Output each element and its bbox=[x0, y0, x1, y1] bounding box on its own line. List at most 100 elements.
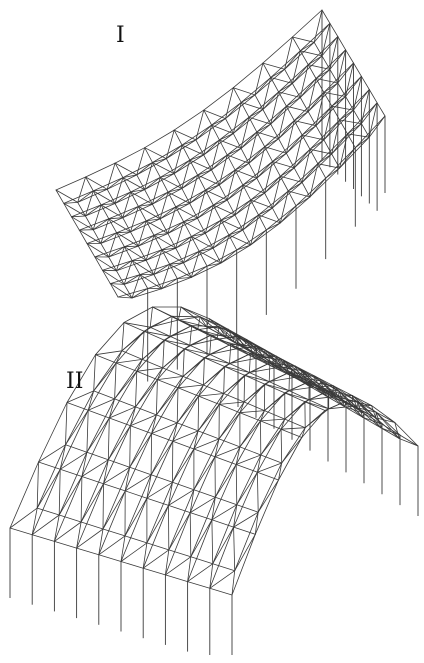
truss-member bbox=[71, 216, 80, 231]
truss-diagonal bbox=[122, 174, 138, 179]
vault-diagonal bbox=[107, 425, 131, 461]
vault-bottom-chord bbox=[260, 418, 286, 456]
truss-diagonal bbox=[339, 147, 356, 169]
truss-diagonal bbox=[151, 191, 169, 205]
truss-member bbox=[124, 234, 155, 248]
truss-diagonal bbox=[195, 124, 213, 141]
vault-member bbox=[187, 581, 211, 589]
vault-member bbox=[124, 490, 148, 499]
vault-diagonal bbox=[190, 519, 213, 558]
truss-member bbox=[339, 119, 348, 135]
vault-member bbox=[103, 425, 131, 485]
vault-member bbox=[103, 483, 126, 492]
truss-diagonal bbox=[339, 133, 348, 169]
truss-diagonal bbox=[339, 109, 354, 121]
truss-bottom-chord bbox=[92, 217, 124, 231]
vault-member bbox=[66, 354, 96, 403]
truss-diagonal bbox=[114, 177, 124, 204]
vault-member bbox=[171, 315, 201, 318]
truss-diagonal bbox=[77, 176, 86, 203]
truss-member bbox=[94, 256, 103, 271]
truss-diagonal bbox=[234, 162, 250, 171]
vault-diagonal bbox=[351, 395, 377, 419]
truss-diagonal bbox=[331, 119, 341, 155]
truss-diagonal bbox=[309, 177, 327, 198]
vault-bottom-chord bbox=[239, 410, 265, 448]
vault-member bbox=[264, 383, 286, 394]
vault-diagonal bbox=[59, 451, 88, 470]
vault-diagonal bbox=[268, 362, 271, 383]
truss-diagonal bbox=[152, 158, 167, 163]
truss-diagonal bbox=[232, 87, 256, 96]
vault-bottom-chord bbox=[149, 319, 179, 328]
vault-member bbox=[59, 409, 89, 470]
vault-diagonal bbox=[199, 316, 208, 328]
truss-diagonal bbox=[270, 91, 280, 125]
panel-1-curved-grid-structure bbox=[55, 9, 386, 382]
truss-member bbox=[167, 191, 177, 208]
truss-member bbox=[139, 263, 171, 276]
vault-diagonal bbox=[176, 387, 179, 424]
truss-diagonal bbox=[315, 105, 333, 127]
vault-member bbox=[375, 411, 396, 423]
truss-diagonal bbox=[181, 139, 197, 146]
truss-member bbox=[190, 219, 222, 237]
vault-diagonal bbox=[54, 514, 60, 542]
vault-bottom-chord bbox=[86, 451, 109, 461]
vault-member bbox=[313, 375, 334, 387]
vault-diagonal bbox=[66, 390, 95, 403]
truss-member bbox=[321, 9, 331, 24]
truss-bottom-chord bbox=[85, 203, 116, 217]
vault-diagonal bbox=[243, 339, 248, 348]
truss-diagonal bbox=[203, 139, 220, 156]
truss-diagonal bbox=[204, 204, 214, 234]
truss-bottom-chord bbox=[220, 244, 252, 264]
truss-diagonal bbox=[78, 229, 102, 244]
vault-bottom-chord bbox=[149, 326, 171, 337]
truss-bottom-chord bbox=[278, 138, 287, 154]
truss-diagonal bbox=[254, 77, 272, 96]
vault-diagonal bbox=[81, 451, 88, 477]
truss-bottom-chord bbox=[204, 232, 214, 249]
truss-diagonal bbox=[173, 129, 197, 141]
vault-member bbox=[394, 422, 419, 447]
vault-bottom-chord bbox=[224, 336, 254, 354]
vault-diagonal bbox=[264, 349, 291, 376]
truss-diagonal bbox=[100, 232, 117, 244]
vault-diagonal bbox=[280, 427, 306, 430]
truss-diagonal bbox=[197, 169, 212, 176]
vault-diagonal bbox=[87, 398, 115, 411]
vault-bottom-chord bbox=[344, 406, 364, 418]
truss-bottom-chord bbox=[136, 174, 146, 191]
vault-bottom-chord bbox=[212, 563, 236, 572]
truss-diagonal bbox=[301, 148, 311, 183]
truss-diagonal bbox=[225, 87, 234, 119]
truss-member bbox=[144, 129, 175, 149]
vault-diagonal bbox=[231, 570, 236, 596]
vault-diagonal bbox=[36, 461, 39, 509]
vault-bottom-chord bbox=[162, 344, 191, 369]
vault-diagonal bbox=[237, 336, 245, 348]
vault-diagonal bbox=[284, 390, 290, 394]
truss-diagonal bbox=[226, 147, 242, 156]
vault-member bbox=[231, 533, 256, 596]
vault-bottom-chord bbox=[65, 444, 88, 453]
truss-diagonal bbox=[102, 269, 125, 285]
vault-bottom-chord bbox=[169, 335, 191, 346]
truss-member bbox=[130, 176, 161, 193]
vault-diagonal bbox=[115, 350, 123, 364]
vault-diagonal bbox=[156, 367, 164, 381]
vault-diagonal bbox=[93, 354, 96, 392]
truss-diagonal bbox=[144, 147, 167, 160]
truss-bottom-chord bbox=[175, 247, 184, 264]
vault-diagonal bbox=[76, 521, 82, 549]
vault-diagonal bbox=[351, 405, 372, 407]
vault-bottom-chord bbox=[243, 401, 265, 412]
vault-diagonal bbox=[328, 390, 334, 398]
truss-diagonal bbox=[92, 204, 102, 231]
vault-bottom-chord bbox=[328, 405, 353, 410]
truss-diagonal bbox=[265, 222, 281, 231]
truss-diagonal bbox=[85, 204, 102, 217]
truss-member bbox=[299, 50, 309, 66]
truss-member bbox=[173, 109, 205, 131]
